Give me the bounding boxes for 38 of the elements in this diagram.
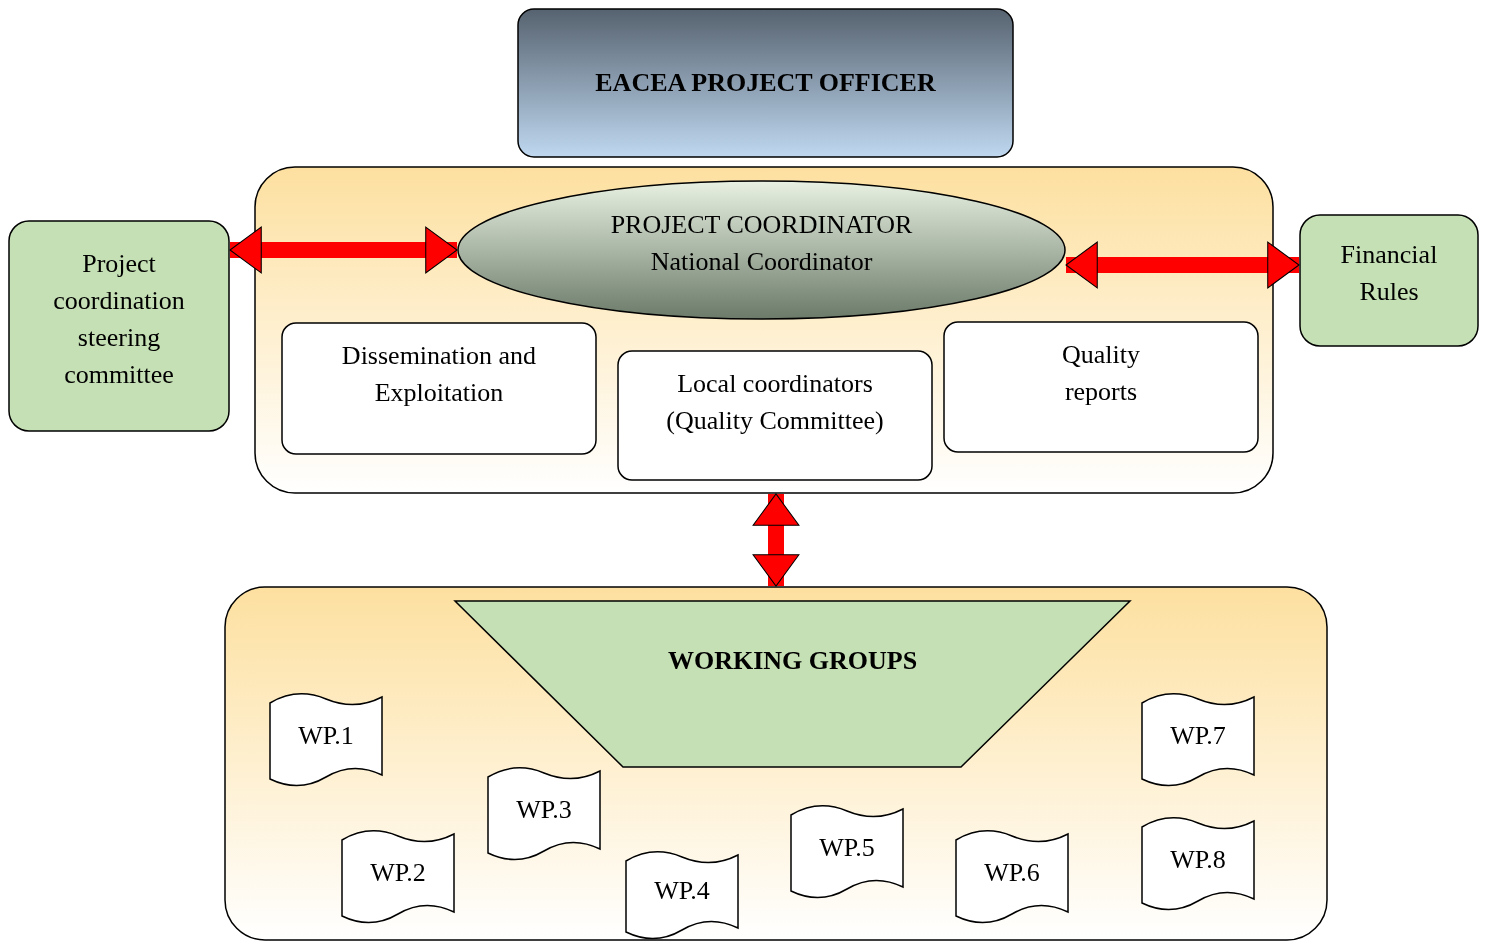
node-label: Financial Rules [1339, 238, 1439, 308]
rules-box [1299, 214, 1479, 347]
node-label: PROJECT COORDINATOR [610, 209, 913, 242]
document-shape [1141, 693, 1255, 787]
working-groups-panel [224, 586, 1328, 941]
document-shape [341, 830, 455, 924]
committee-box [8, 220, 230, 432]
node-label: WP.3 [516, 793, 572, 826]
node-label: WP.8 [1170, 843, 1226, 876]
coordinator-ellipse [457, 180, 1066, 320]
node-label: National Coordinator [650, 246, 873, 278]
node-label: WP.1 [298, 719, 354, 752]
node-label: Dissemination and Exploitation [340, 340, 538, 409]
document-shape [790, 805, 904, 899]
node-label: EACEA PROJECT OFFICER [595, 66, 936, 99]
officer-box [517, 8, 1014, 158]
process-box [281, 322, 597, 455]
node-label: Local coordinators (Quality Committee) [665, 368, 885, 437]
document-shape [487, 767, 601, 861]
node-label: WORKING GROUPS [667, 645, 918, 677]
document-shape [269, 693, 383, 787]
document-shape [625, 851, 739, 940]
coordination-panel [254, 166, 1274, 494]
node-label: WP.6 [984, 856, 1040, 889]
working-groups-trapezoid [455, 601, 1130, 767]
double-arrow [229, 226, 458, 274]
node-label: WP.5 [819, 831, 875, 864]
document-shape [955, 830, 1069, 924]
node-label: WP.7 [1170, 719, 1226, 752]
double-arrow [752, 493, 800, 587]
node-label: Quality reports [1061, 339, 1141, 408]
process-box [943, 321, 1259, 453]
double-arrow [1065, 241, 1300, 289]
node-label: WP.2 [370, 856, 426, 889]
process-box [617, 350, 933, 481]
node-label: WP.4 [654, 875, 710, 908]
document-shape [1141, 817, 1255, 911]
node-label: Project coordination steering committee [52, 248, 186, 391]
